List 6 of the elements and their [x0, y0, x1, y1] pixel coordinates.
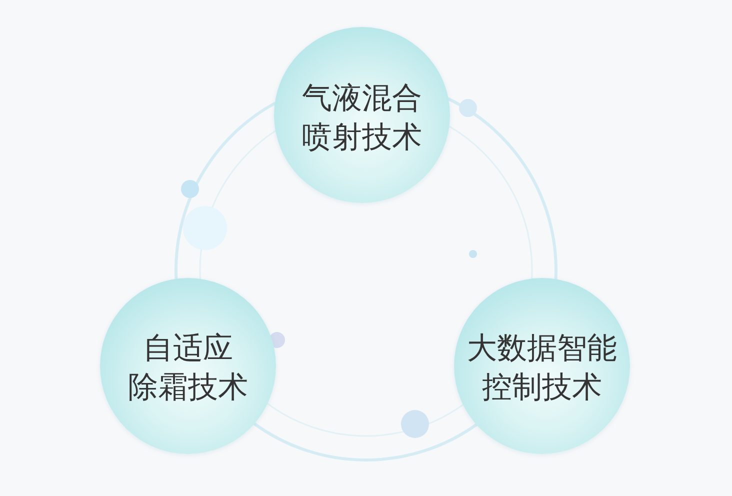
connector-arc [174, 102, 276, 280]
node-label: 气液混合喷射技术 [302, 80, 422, 157]
connector-arc [447, 97, 558, 281]
node-label: 自适应除霜技术 [128, 330, 248, 407]
node-label: 大数据智能控制技术 [467, 330, 617, 407]
connector-arc [252, 422, 478, 462]
